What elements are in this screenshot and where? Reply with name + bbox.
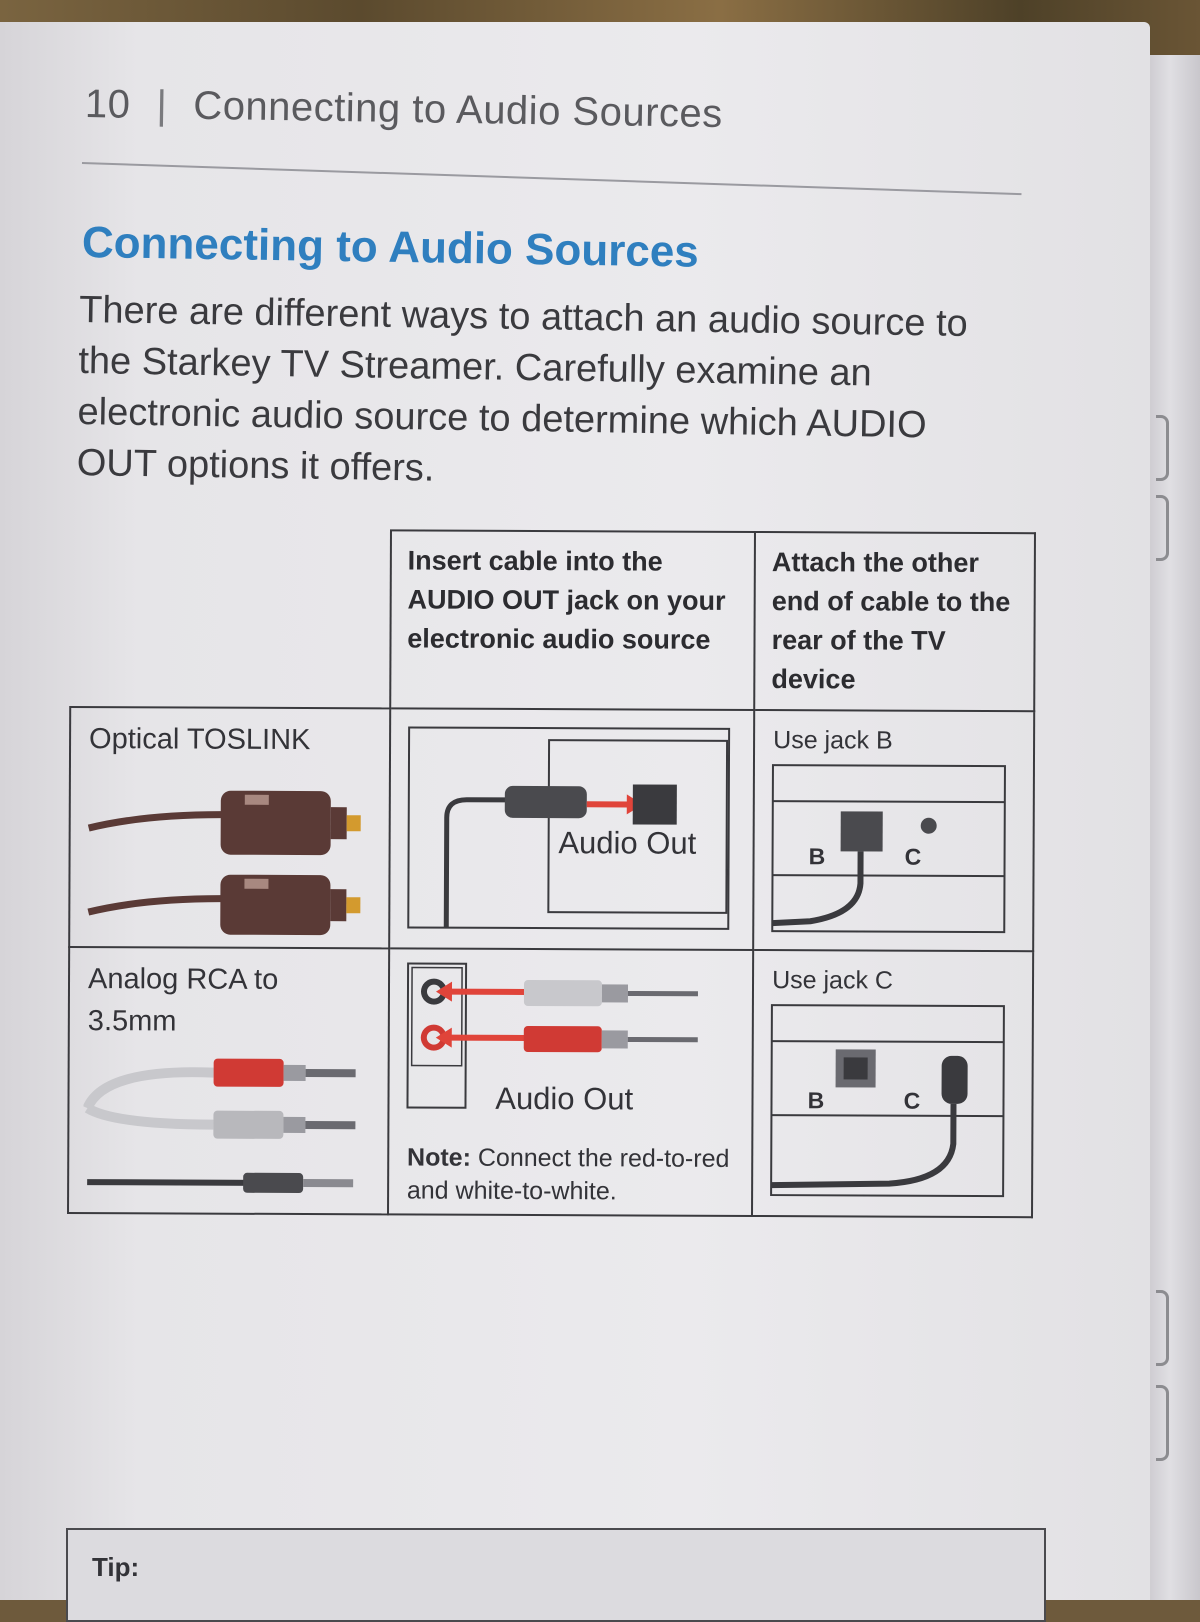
tip-box: Tip: xyxy=(66,1528,1046,1622)
rca-cable-illustration xyxy=(83,1048,374,1209)
jack-cell-rca: Use jack C B C xyxy=(753,951,1032,1216)
page-edge xyxy=(1150,55,1200,1600)
binder-ring xyxy=(1156,415,1169,481)
table-row: Optical TOSLINK xyxy=(69,707,1034,951)
audio-out-label: Audio Out xyxy=(558,822,696,865)
header-separator: | xyxy=(156,83,168,127)
section-title: Connecting to Audio Sources xyxy=(82,218,700,278)
jack-cell-optical: Use jack B B C xyxy=(754,711,1033,950)
tv-device-jack-c-illustration xyxy=(769,1003,1008,1200)
cable-cell-rca: Analog RCA to 3.5mm xyxy=(69,948,388,1213)
jack-c-label: C xyxy=(904,1080,921,1122)
connection-table: Insert cable into the AUDIO OUT jack on … xyxy=(67,528,1036,1218)
binder-ring xyxy=(1156,1290,1169,1366)
connection-note: Note: Connect the red-to-red and white-t… xyxy=(407,1141,737,1208)
table-header-blank xyxy=(70,529,391,708)
page-number: 10 xyxy=(85,82,131,127)
table-header-row: Insert cable into the AUDIO OUT jack on … xyxy=(70,529,1035,711)
jack-b-label: B xyxy=(808,1079,825,1121)
jack-instruction: Use jack C xyxy=(772,959,893,1002)
cable-cell-optical: Optical TOSLINK xyxy=(70,708,389,947)
jack-instruction: Use jack B xyxy=(773,719,893,762)
jack-c-label: C xyxy=(905,836,922,878)
table-header-attach: Attach the other end of cable to the rea… xyxy=(754,532,1035,711)
tip-label: Tip: xyxy=(92,1552,139,1583)
table-header-insert: Insert cable into the AUDIO OUT jack on … xyxy=(390,530,755,710)
note-label: Note: xyxy=(407,1143,471,1171)
audio-out-cell-rca: Audio Out Note: Connect the red-to-red a… xyxy=(389,949,752,1215)
binder-ring xyxy=(1156,495,1169,561)
cable-label: Optical TOSLINK xyxy=(89,718,311,761)
table-row: Analog RCA to 3.5mm xyxy=(68,947,1033,1217)
binder-ring xyxy=(1156,1385,1169,1461)
toslink-cable-illustration xyxy=(84,770,375,936)
cable-label: Analog RCA to 3.5mm xyxy=(88,958,348,1043)
running-title: Connecting to Audio Sources xyxy=(193,84,723,136)
audio-out-label: Audio Out xyxy=(495,1078,633,1121)
tv-device-jack-b-illustration xyxy=(770,763,1009,936)
jack-b-label: B xyxy=(809,835,826,877)
audio-out-cell-optical: Audio Out xyxy=(390,709,753,949)
intro-paragraph: There are different ways to attach an au… xyxy=(76,285,999,503)
